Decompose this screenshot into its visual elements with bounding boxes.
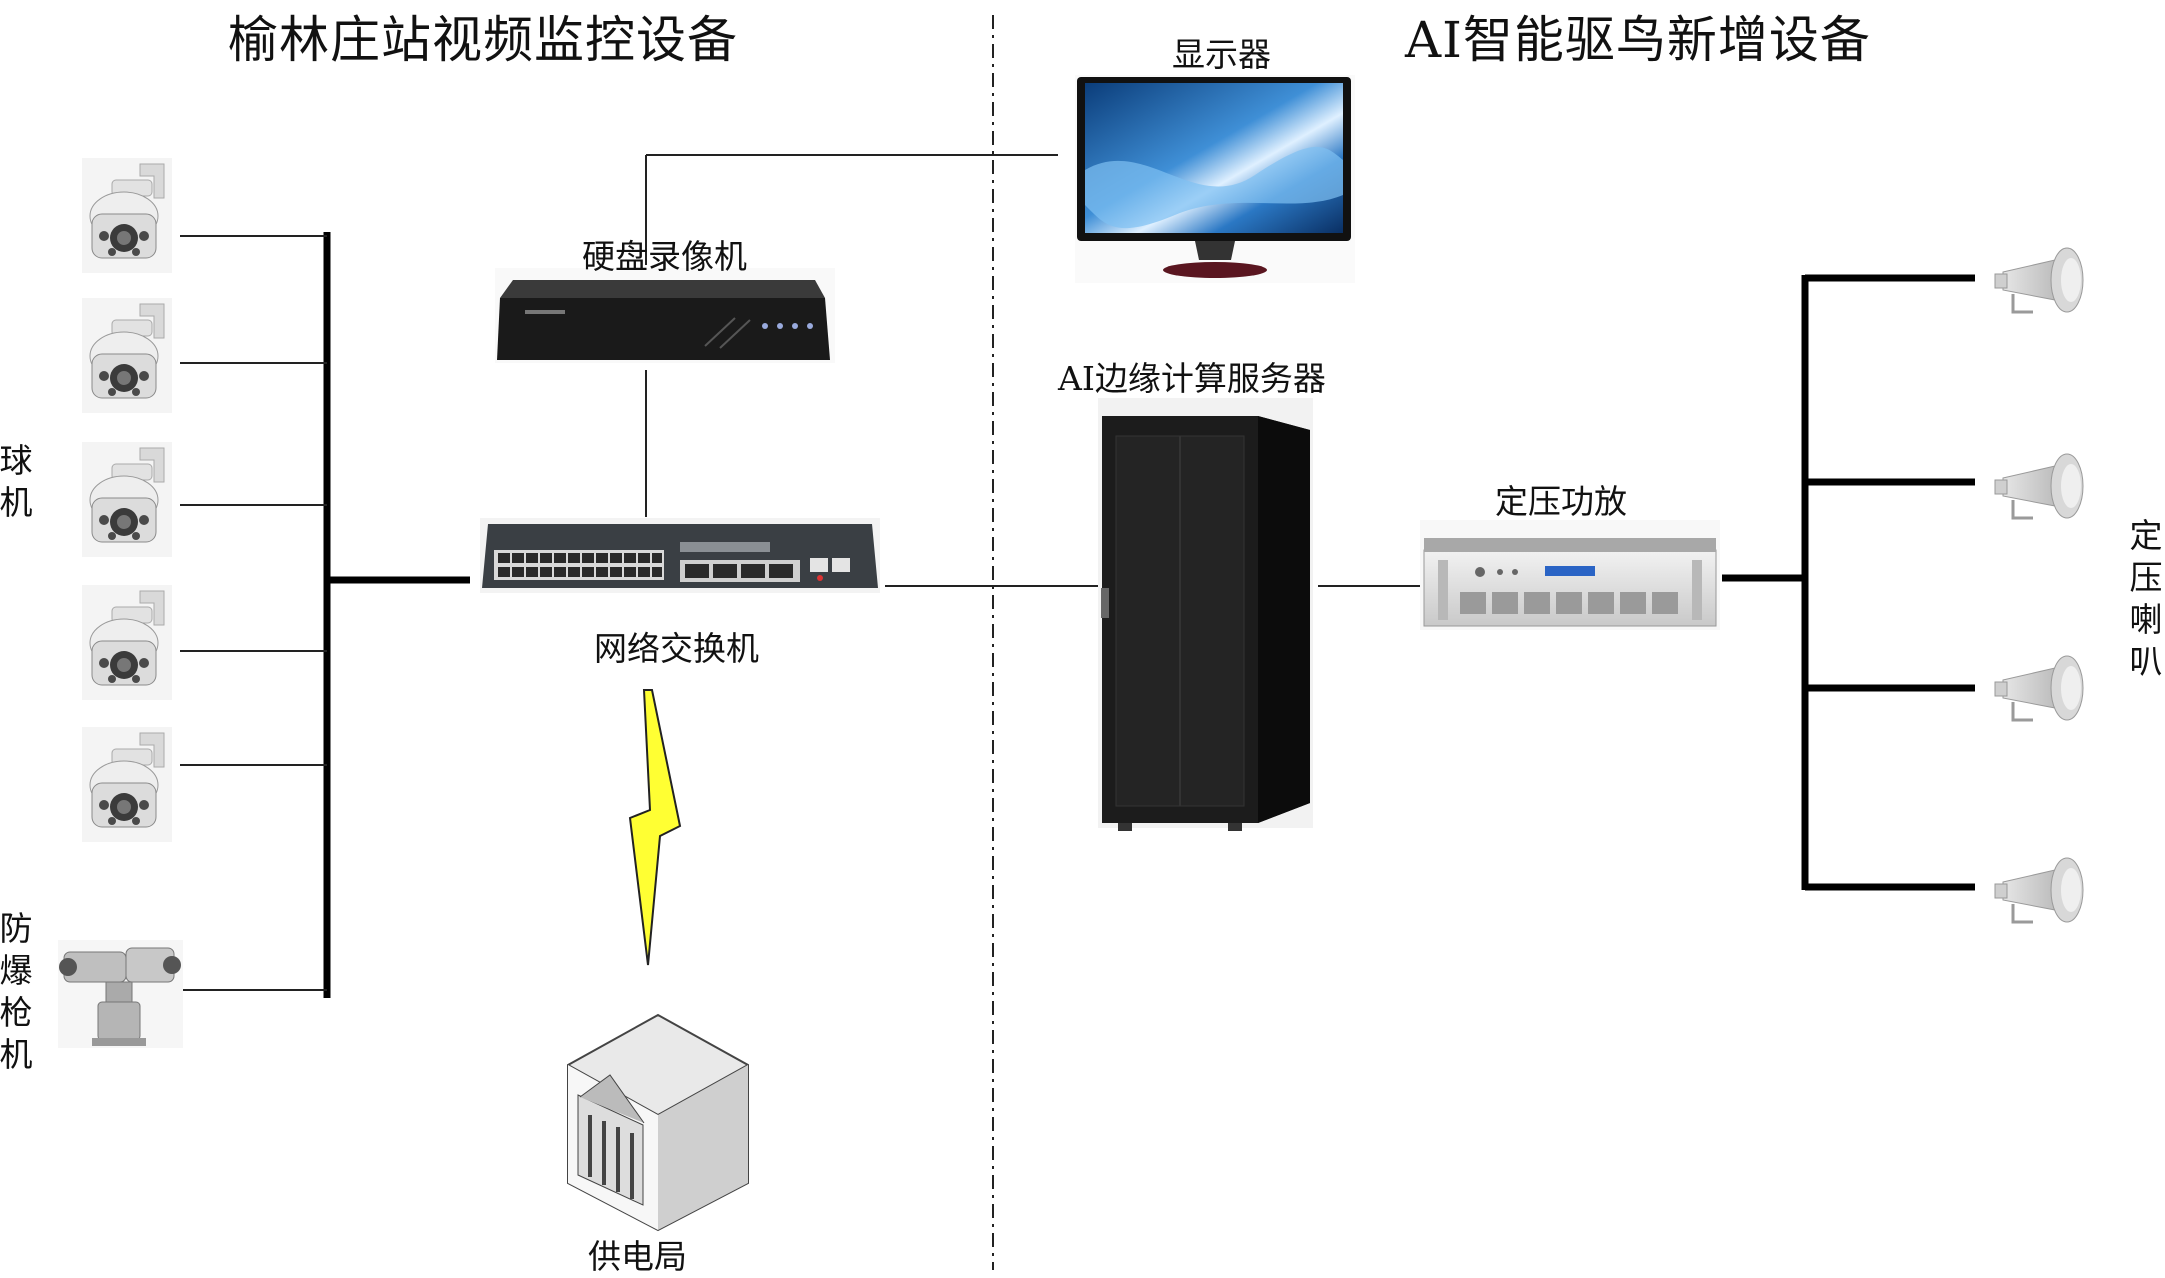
left-section-title: 榆林庄站视频监控设备 bbox=[228, 11, 738, 69]
speaker-horn-icon bbox=[1993, 840, 2102, 934]
speaker-group-label: 定压喇叭 bbox=[2129, 516, 2163, 681]
monitor-icon bbox=[1075, 75, 1355, 283]
nvr-label: 硬盘录像机 bbox=[582, 237, 747, 276]
dome-camera-icon bbox=[81, 726, 173, 843]
switch-label: 网络交换机 bbox=[594, 629, 759, 668]
dome-camera-icon bbox=[81, 297, 173, 414]
right-section-title: AI智能驱鸟新增设备 bbox=[1405, 11, 1871, 69]
ai-server-rack-icon bbox=[1098, 398, 1313, 831]
amplifier-icon bbox=[1420, 520, 1720, 630]
explosion-proof-camera-group-label: 防爆枪机 bbox=[0, 909, 33, 1074]
dome-camera-icon bbox=[81, 584, 173, 701]
power-bureau-icon bbox=[567, 1013, 749, 1232]
speaker-horn-icon bbox=[1993, 230, 2102, 324]
amplifier-label: 定压功放 bbox=[1495, 482, 1627, 521]
dome-camera-icon bbox=[81, 441, 173, 558]
network-switch-icon bbox=[480, 518, 880, 593]
monitor-label: 显示器 bbox=[1172, 35, 1271, 74]
explosion-proof-camera-icon bbox=[58, 940, 183, 1048]
speaker-horn-icon bbox=[1993, 638, 2102, 732]
dome-camera-icon bbox=[81, 157, 173, 274]
power-bureau-label: 供电局 bbox=[588, 1237, 687, 1276]
dome-camera-group-label: 球机 bbox=[0, 441, 33, 522]
ai-server-label: AI边缘计算服务器 bbox=[1058, 359, 1326, 398]
wireless-link-icon bbox=[628, 689, 682, 966]
speaker-horn-icon bbox=[1993, 436, 2102, 530]
nvr-icon bbox=[495, 268, 835, 363]
